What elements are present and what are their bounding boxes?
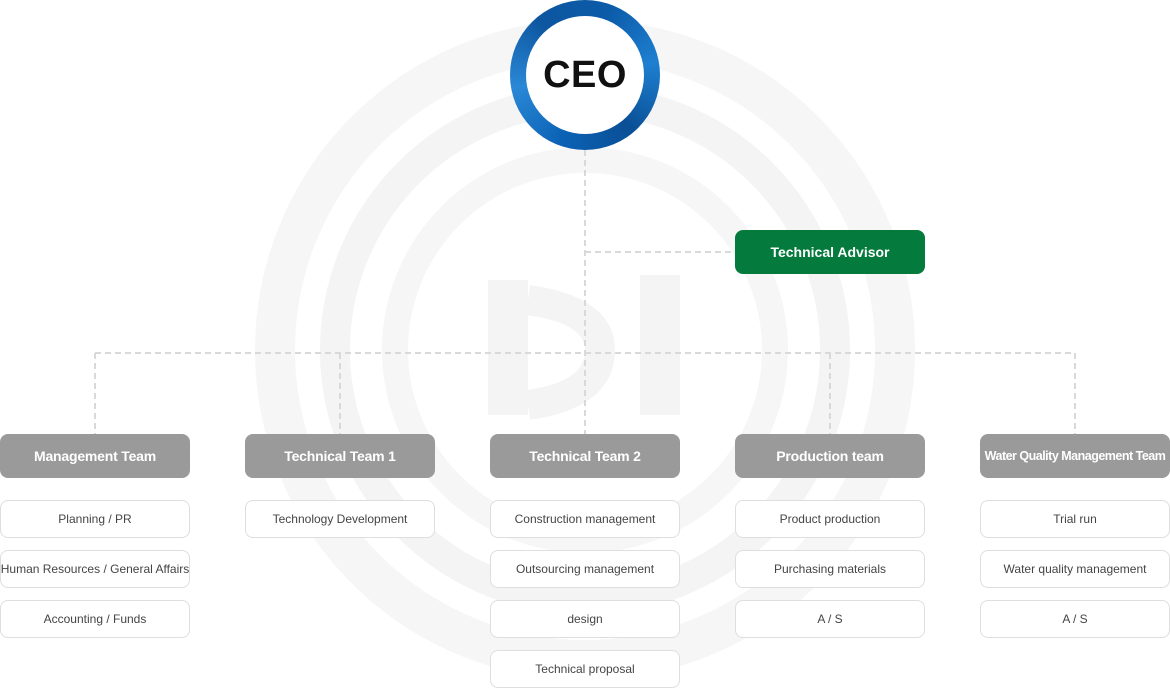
task-item: Technical proposal xyxy=(490,650,680,688)
ceo-inner-circle: CEO xyxy=(526,16,644,134)
team-header: Water Quality Management Team xyxy=(980,434,1170,478)
task-item: Trial run xyxy=(980,500,1170,538)
team-header: Production team xyxy=(735,434,925,478)
task-item: Planning / PR xyxy=(0,500,190,538)
team-header: Technical Team 1 xyxy=(245,434,435,478)
task-item: A / S xyxy=(735,600,925,638)
technical-advisor-node: Technical Advisor xyxy=(735,230,925,274)
team-technical-1: Technical Team 1 Technology Development xyxy=(245,434,435,538)
task-item: Accounting / Funds xyxy=(0,600,190,638)
ceo-node: CEO xyxy=(510,0,660,150)
team-water-quality: Water Quality Management Team Trial run … xyxy=(980,434,1170,638)
team-header: Technical Team 2 xyxy=(490,434,680,478)
task-item: design xyxy=(490,600,680,638)
team-management: Management Team Planning / PR Human Reso… xyxy=(0,434,190,638)
task-item: Technology Development xyxy=(245,500,435,538)
task-item: A / S xyxy=(980,600,1170,638)
team-technical-2: Technical Team 2 Construction management… xyxy=(490,434,680,688)
ceo-label: CEO xyxy=(543,53,627,96)
task-item: Water quality management xyxy=(980,550,1170,588)
task-item: Product production xyxy=(735,500,925,538)
task-item: Outsourcing management xyxy=(490,550,680,588)
task-item: Purchasing materials xyxy=(735,550,925,588)
task-item: Construction management xyxy=(490,500,680,538)
team-header: Management Team xyxy=(0,434,190,478)
team-production: Production team Product production Purch… xyxy=(735,434,925,638)
task-item: Human Resources / General Affairs xyxy=(0,550,190,588)
